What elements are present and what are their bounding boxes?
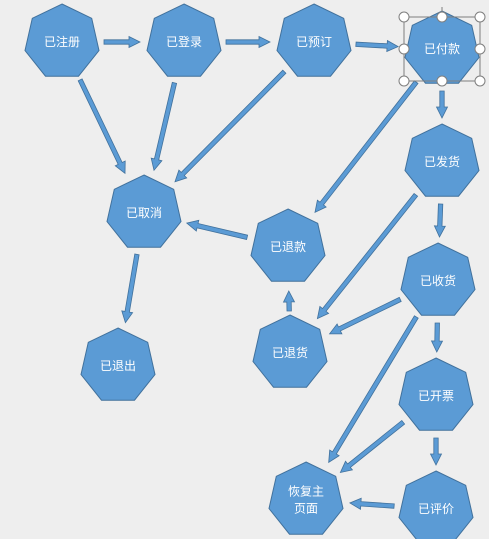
node-label: 页面: [294, 502, 318, 516]
edge-registered-to-logged_in[interactable]: [103, 35, 141, 49]
edge-cancelled-to-logged_out[interactable]: [121, 253, 140, 324]
node-received[interactable]: 已收货: [400, 242, 476, 316]
edges-layer: [77, 35, 449, 510]
node-label: 已退款: [270, 240, 306, 254]
node-returned[interactable]: 已退货: [252, 314, 328, 388]
edge-paid-to-refunded[interactable]: [314, 80, 419, 214]
node-refunded[interactable]: 已退款: [250, 208, 326, 282]
node-label: 已退出: [100, 359, 136, 373]
edge-registered-to-cancelled[interactable]: [77, 78, 126, 175]
edge-logged_in-to-cancelled[interactable]: [150, 81, 178, 172]
resize-handle[interactable]: [398, 11, 410, 23]
edge-booked-to-cancelled[interactable]: [174, 69, 287, 183]
node-label: 已注册: [44, 34, 80, 49]
node-label: 已开票: [418, 389, 454, 403]
resize-handle[interactable]: [436, 75, 448, 87]
edge-logged_in-to-booked[interactable]: [225, 35, 271, 49]
node-invoiced[interactable]: 已开票: [398, 357, 474, 431]
node-label: 已付款: [424, 42, 460, 56]
edge-returned-to-refunded[interactable]: [282, 290, 296, 312]
node-label: 恢复主: [288, 485, 324, 499]
edge-reviewed-to-restore_home[interactable]: [349, 497, 395, 510]
edge-invoiced-to-restore_home[interactable]: [339, 419, 406, 474]
node-reviewed[interactable]: 已评价: [398, 470, 474, 539]
node-shape: [404, 123, 480, 197]
edge-invoiced-to-reviewed[interactable]: [429, 437, 443, 466]
resize-handle[interactable]: [474, 11, 486, 23]
node-label: 已评价: [418, 502, 454, 516]
node-logged-in[interactable]: 已登录: [146, 3, 222, 77]
resize-handle[interactable]: [398, 43, 410, 55]
node-booked[interactable]: 已预订: [276, 3, 352, 77]
node-label: 已发货: [424, 154, 460, 169]
node-label: 已预订: [296, 35, 332, 49]
node-shape: [106, 174, 182, 248]
node-paid[interactable]: 已付款: [404, 10, 480, 84]
node-shape: [252, 314, 328, 388]
edge-received-to-returned[interactable]: [328, 296, 402, 335]
node-shape: [400, 242, 476, 316]
resize-handle[interactable]: [474, 75, 486, 87]
selection-frame[interactable]: [398, 7, 486, 87]
nodes-layer: 已注册已登录已预订已付款已取消已发货已退款已退出已收货已退货已开票恢复主页面已评…: [24, 3, 480, 539]
edge-refunded-to-cancelled[interactable]: [185, 219, 249, 240]
resize-handle[interactable]: [436, 11, 448, 23]
node-shape: [398, 357, 474, 431]
node-shape: [398, 470, 474, 539]
node-label: 已取消: [126, 206, 162, 220]
node-shape: [146, 3, 222, 77]
node-shape: [268, 461, 344, 535]
node-label: 已登录: [166, 34, 202, 49]
edge-received-to-invoiced[interactable]: [430, 322, 444, 353]
edge-received-to-restore_home[interactable]: [328, 315, 419, 464]
node-label: 已退货: [272, 345, 308, 360]
node-label: 已收货: [420, 273, 456, 288]
node-logged-out[interactable]: 已退出: [80, 327, 156, 401]
resize-handle[interactable]: [474, 43, 486, 55]
resize-handle[interactable]: [398, 75, 410, 87]
edge-paid-to-shipped[interactable]: [435, 90, 449, 119]
node-shape: [276, 3, 352, 77]
node-cancelled[interactable]: 已取消: [106, 174, 182, 248]
node-shipped[interactable]: 已发货: [404, 123, 480, 197]
edge-shipped-to-returned[interactable]: [316, 192, 419, 320]
edge-shipped-to-received[interactable]: [433, 203, 446, 238]
node-shape: [250, 208, 326, 282]
node-shape: [80, 327, 156, 401]
node-shape: [24, 3, 100, 77]
node-registered[interactable]: 已注册: [24, 3, 100, 77]
edge-booked-to-paid[interactable]: [355, 39, 399, 53]
